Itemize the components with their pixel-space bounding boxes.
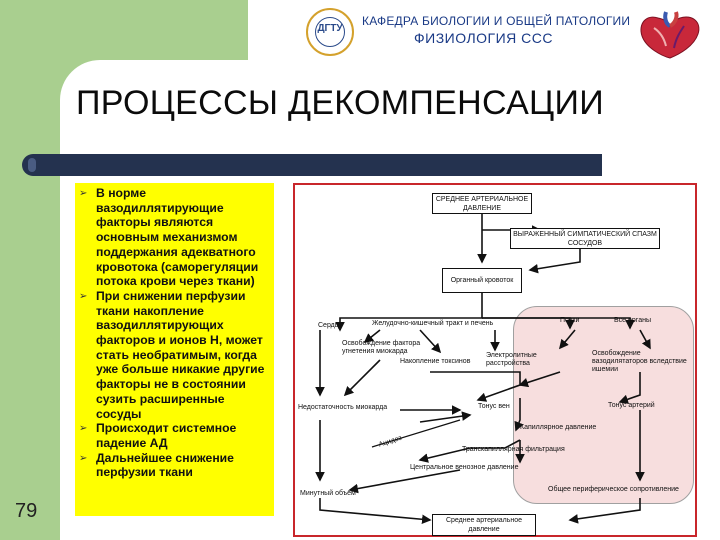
title-divider-bar	[22, 154, 602, 176]
bullet-text: При снижении перфузии ткани накопление в…	[96, 288, 265, 421]
chevron-right-icon: ➢	[79, 423, 88, 435]
diagram-box-spasm: ВЫРАЖЕННЫЙ СИМПАТИЧЕСКИЙ СПАЗМ СОСУДОВ	[510, 228, 660, 249]
bullet-list: ➢ В норме вазодиллятирующие факторы являю…	[77, 186, 273, 480]
logo-ring	[315, 17, 345, 47]
diagram-label-periph: Общее периферическое сопротивление	[548, 486, 679, 493]
bullet-text: В норме вазодиллятирующие факторы являют…	[96, 186, 259, 289]
university-logo: ДГТУ	[306, 8, 354, 56]
diagram-box-mean-pressure: СРЕДНЕЕ АРТЕРИАЛЬНОЕ ДАВЛЕНИЕ	[432, 193, 532, 214]
bullet-item: ➢ Дальнейшее снижение перфузии ткани	[77, 451, 273, 480]
chevron-right-icon: ➢	[79, 452, 88, 464]
page-number: 79	[15, 500, 38, 522]
diagram-label-release-factor: Освобождение фактора угнетения миокарда	[342, 340, 421, 355]
slide-title: ПРОЦЕССЫ ДЕКОМПЕНСАЦИИ	[76, 84, 604, 122]
bullet-panel	[75, 183, 274, 516]
diagram-label-transcap: Транскапиллярная фильтрация	[462, 446, 565, 453]
diagram-label-all-organs: Все органы	[614, 317, 651, 324]
diagram-label-kidneys: Почки	[560, 317, 580, 324]
diagram-box-organ-flow: Органный кровоток	[442, 268, 522, 293]
chevron-right-icon: ➢	[79, 290, 88, 302]
diagram-label-myocard: Недостаточность миокарда	[298, 404, 388, 411]
bullet-text: Дальнейшее снижение перфузии ткани	[96, 450, 234, 480]
bullet-item: ➢ Происходит системное падение АД	[77, 421, 273, 450]
chevron-right-icon: ➢	[79, 188, 88, 199]
subject-title: ФИЗИОЛОГИЯ ССС	[414, 30, 554, 46]
diagram-label-cvp: Центральное венозное давление	[410, 464, 519, 471]
diagram-highlight-zone	[513, 306, 694, 504]
diagram-label-vasodilators: Освобождение вазодилятаторов вследствие …	[592, 350, 687, 373]
diagram-label-minute: Минутный объём	[300, 490, 356, 497]
diagram-label-venous-tone: Тонус вен	[478, 403, 510, 410]
heart-icon	[640, 11, 700, 59]
diagram-box-mean-pressure-out: Среднее артериальное давление	[432, 514, 536, 536]
logo-text: ДГТУ	[317, 23, 343, 34]
diagram-label-toxins: Накопление токсинов	[400, 358, 471, 365]
bullet-text: Происходит системное падение АД	[96, 421, 237, 450]
department-title: КАФЕДРА БИОЛОГИИ И ОБЩЕЙ ПАТОЛОГИИ	[362, 14, 631, 28]
diagram-label-heart: Сердце	[318, 322, 343, 329]
bullet-item: ➢ В норме вазодиллятирующие факторы являю…	[77, 186, 273, 289]
diagram-label-arterial-tone: Тонус артерий	[608, 402, 655, 409]
bullet-item: ➢ При снижении перфузии ткани накопление …	[77, 289, 273, 421]
diagram-label-electrolytes: Электролитные расстройства	[486, 352, 537, 367]
diagram-label-capillary: Капиллярное давление	[520, 424, 597, 431]
diagram-label-gi: Желудочно-кишечный тракт и печень	[372, 320, 494, 327]
